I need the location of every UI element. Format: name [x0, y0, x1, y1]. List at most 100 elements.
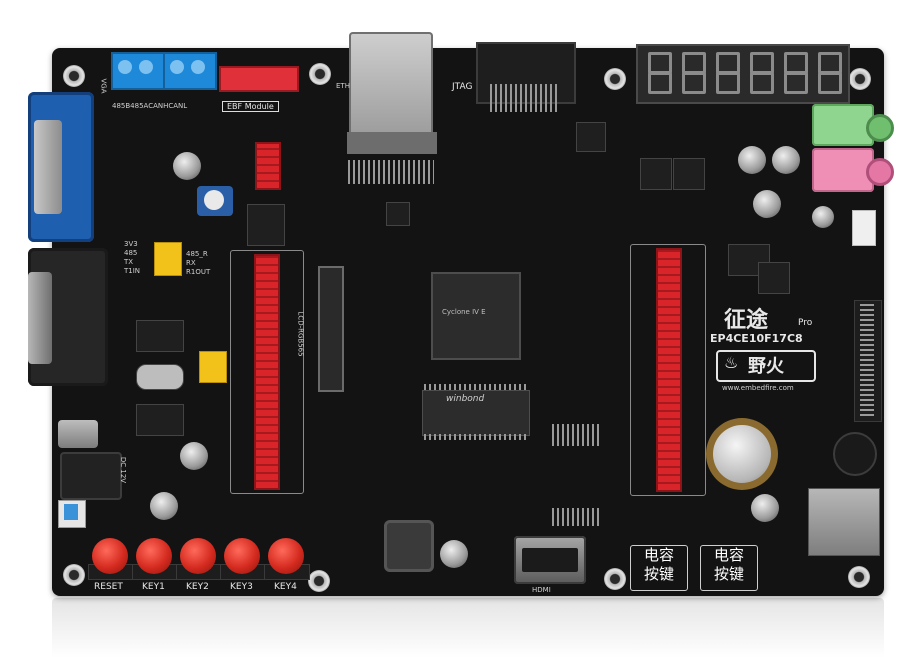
mount-hole-br2	[848, 566, 870, 588]
serial-shell	[28, 272, 52, 364]
terminal-screw	[118, 60, 132, 74]
digit-6	[814, 50, 842, 96]
resistor-array	[552, 508, 600, 526]
left-gpio-outline	[230, 250, 304, 494]
fpga-chip-label: Cyclone IV E	[442, 308, 486, 316]
resistor-array	[552, 424, 600, 446]
seven-segment-display	[636, 44, 850, 104]
vga-shell	[34, 120, 62, 214]
left-gpio-header[interactable]	[254, 254, 280, 490]
audio-jack-green[interactable]	[812, 104, 874, 146]
ic-chip	[247, 204, 285, 246]
key2-button[interactable]	[180, 538, 216, 574]
jtag-label: JTAG	[452, 82, 473, 92]
capacitive-key-2[interactable]: 电容 按键	[700, 545, 758, 591]
dc-power-jack[interactable]	[60, 452, 122, 500]
dc-label: DC 12V	[119, 456, 128, 484]
sel-left-label: 3V3 485 TX T1IN	[124, 240, 141, 275]
jtag-pins	[490, 84, 558, 112]
capacitor	[180, 442, 208, 470]
buzzer	[833, 432, 877, 476]
capacitor	[772, 146, 800, 174]
fpga-pro: Pro	[798, 318, 813, 328]
eth-label: ETH	[336, 82, 350, 90]
digit-5	[780, 50, 808, 96]
right-side-pins	[860, 304, 874, 416]
resistor-array	[348, 160, 434, 184]
capacitor	[440, 540, 468, 568]
sel-right-label: 485_R RX R1OUT	[186, 250, 211, 276]
key4-label: KEY4	[274, 582, 297, 592]
key3-button[interactable]	[224, 538, 260, 574]
coin-battery	[713, 425, 771, 483]
lcd-connector[interactable]	[318, 266, 344, 392]
terminal-screw	[191, 60, 205, 74]
digit-2	[678, 50, 706, 96]
ebf-module-label: EBF Module	[222, 101, 279, 112]
ic-chip	[386, 202, 410, 226]
key2-label: KEY2	[186, 582, 209, 592]
mount-hole-tr2	[849, 68, 871, 90]
jumper-yellow[interactable]	[154, 242, 182, 276]
key3-label: KEY3	[230, 582, 253, 592]
board-reflection	[52, 598, 884, 658]
right-gpio-outline	[630, 244, 706, 496]
ic-chip	[136, 320, 184, 352]
usb-port[interactable]	[58, 420, 98, 448]
terminal-screw	[170, 60, 184, 74]
capacitor	[812, 206, 834, 228]
mount-hole-br	[604, 568, 626, 590]
ebf-module-header[interactable]	[219, 66, 299, 92]
right-gpio-header[interactable]	[656, 248, 682, 492]
sdram-pins-bottom	[424, 434, 526, 440]
brand-box	[716, 350, 816, 382]
digit-1	[644, 50, 672, 96]
red-header-small[interactable]	[255, 142, 281, 190]
flame-icon: ♨	[724, 353, 739, 372]
key1-button[interactable]	[136, 538, 172, 574]
sd-card-slot[interactable]	[808, 488, 880, 556]
jumper-yellow[interactable]	[199, 351, 227, 383]
lcd-label: LCD-RGB565	[296, 311, 305, 357]
mount-hole-tr	[604, 68, 626, 90]
brand-text: 野火	[748, 356, 784, 377]
white-connector[interactable]	[852, 210, 876, 246]
capacitor	[173, 152, 201, 180]
winbond-label: winbond	[446, 394, 485, 404]
power-switch-knob	[64, 504, 78, 520]
capacitor	[150, 492, 178, 520]
reset-button[interactable]	[92, 538, 128, 574]
hdmi-port-inner	[522, 548, 578, 572]
fpga-title: 征途	[724, 307, 769, 333]
ic-chip	[136, 404, 184, 436]
hdmi-label: HDMI	[532, 586, 551, 594]
digit-3	[712, 50, 740, 96]
website-text: www.embedfire.com	[722, 384, 794, 392]
sdram-pins-top	[424, 384, 526, 390]
capacitive-key-1[interactable]: 电容 按键	[630, 545, 688, 591]
audio-jack-pink[interactable]	[812, 148, 874, 192]
fpga-model: EP4CE10F17C8	[710, 332, 803, 345]
mount-hole-bm	[308, 570, 330, 592]
can-header-label: 485B485ACANHCANL	[112, 102, 188, 110]
key4-button[interactable]	[268, 538, 304, 574]
sdram-chip	[422, 390, 530, 436]
inductor	[384, 520, 434, 572]
potentiometer-knob	[204, 190, 224, 210]
ethernet-port-base	[347, 132, 437, 154]
mount-hole-tl	[63, 65, 85, 87]
ic-chip	[136, 364, 184, 390]
reset-label: RESET	[94, 582, 123, 592]
ic-chip	[673, 158, 705, 190]
capacitor	[751, 494, 779, 522]
ic-chip	[640, 158, 672, 190]
key1-label: KEY1	[142, 582, 165, 592]
ic-chip	[576, 122, 606, 152]
capacitor	[738, 146, 766, 174]
audio-jack-pink-hole	[866, 158, 894, 186]
audio-jack-green-hole	[866, 114, 894, 142]
cap-key-2-text: 电容 按键	[713, 546, 744, 583]
mount-hole-tm	[309, 63, 331, 85]
ethernet-port[interactable]	[349, 32, 433, 136]
mount-hole-bl	[63, 564, 85, 586]
